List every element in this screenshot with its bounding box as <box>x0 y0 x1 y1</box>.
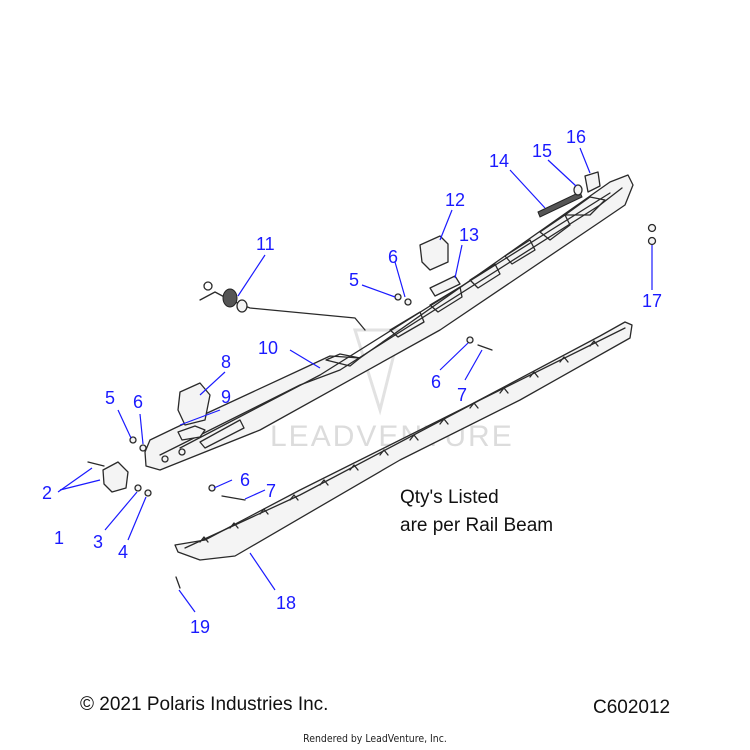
callout-10: 10 <box>258 338 278 358</box>
washer-6b <box>404 298 412 306</box>
pin-7a <box>477 344 493 351</box>
callout-14: 14 <box>489 151 509 171</box>
bolt-2 <box>87 461 105 467</box>
washer-6a <box>139 444 147 452</box>
rendered-by-text: Rendered by LeadVenture, Inc. <box>303 732 447 745</box>
rail-slide <box>174 321 633 561</box>
note-line-1: Qty's Listed <box>400 487 499 508</box>
leader-lines <box>57 147 653 613</box>
callout-5b: 5 <box>349 270 359 290</box>
callout-6a: 6 <box>133 392 143 412</box>
callout-3: 3 <box>93 532 103 552</box>
callout-19: 19 <box>190 617 210 637</box>
block-part <box>419 235 449 271</box>
callout-13: 13 <box>459 225 479 245</box>
callout-6b: 6 <box>388 247 398 267</box>
washer-3 <box>134 484 142 492</box>
callout-15: 15 <box>532 141 552 161</box>
callout-6c: 6 <box>431 372 441 392</box>
quantity-note: Qty's Listed are per Rail Beam <box>400 484 553 540</box>
callout-5a: 5 <box>105 388 115 408</box>
washer-6c <box>466 336 474 344</box>
pad-part <box>177 425 206 441</box>
nut-4 <box>144 489 152 497</box>
callout-1: 1 <box>54 528 64 548</box>
end-cap-part <box>102 461 129 493</box>
callout-2: 2 <box>42 483 52 503</box>
pin-7b <box>221 495 246 501</box>
callout-7a: 7 <box>457 385 467 405</box>
nut-5b <box>394 293 402 301</box>
callout-4: 4 <box>118 542 128 562</box>
screw-19 <box>175 576 181 589</box>
spring-rod <box>199 281 366 331</box>
callout-9: 9 <box>221 387 231 407</box>
copyright-text: © 2021 Polaris Industries Inc. <box>80 694 329 715</box>
callout-18: 18 <box>276 593 296 613</box>
fastener-group-17 <box>647 223 657 246</box>
callout-16: 16 <box>566 127 586 147</box>
callout-8: 8 <box>221 352 231 372</box>
rail-beam <box>144 174 634 471</box>
nut-5a <box>129 436 137 444</box>
callout-17: 17 <box>642 291 662 311</box>
diagram-code: C602012 <box>593 697 671 718</box>
axle-shaft <box>537 171 601 218</box>
callout-11: 11 <box>256 234 275 254</box>
bumper-part <box>177 382 211 426</box>
note-line-2: are per Rail Beam <box>400 515 554 536</box>
callout-12: 12 <box>445 190 465 210</box>
callout-6d: 6 <box>240 470 250 490</box>
bushing-part <box>429 275 461 297</box>
callout-7b: 7 <box>266 481 276 501</box>
